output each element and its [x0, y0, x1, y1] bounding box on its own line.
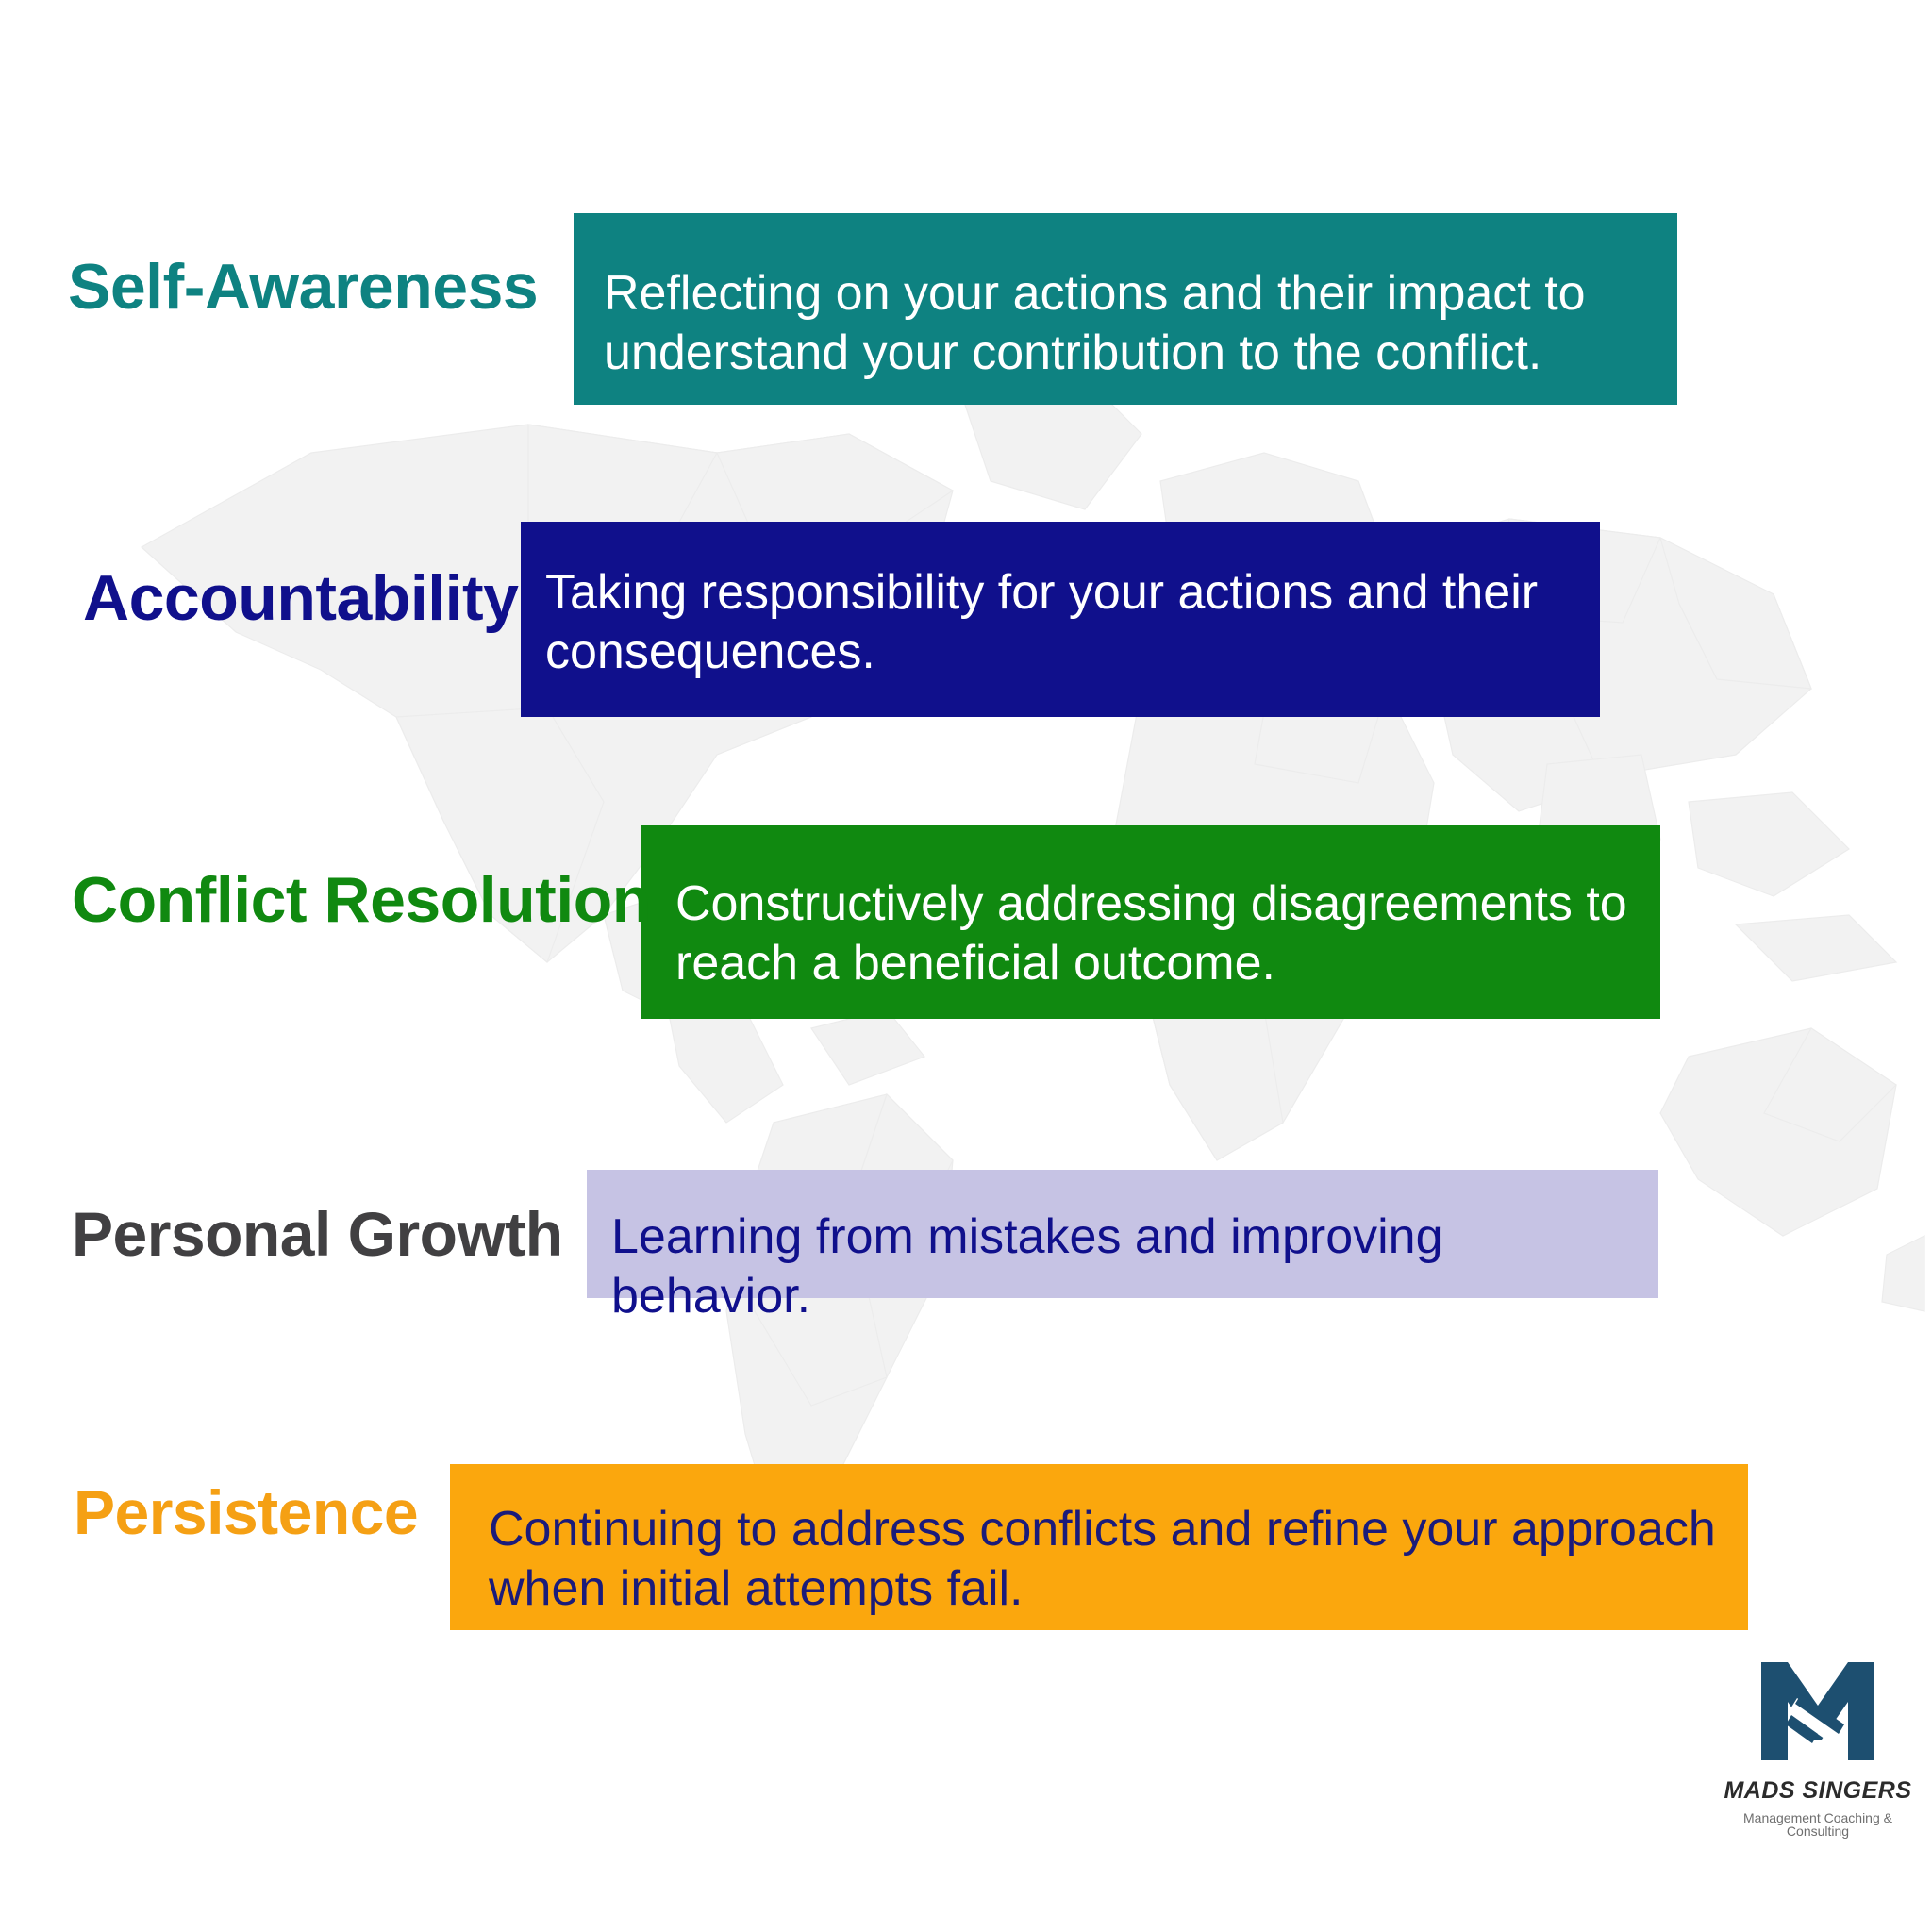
- accountability-label: Accountability: [83, 562, 519, 634]
- accountability-bar: [521, 522, 1600, 717]
- personal-growth-label: Personal Growth: [72, 1199, 563, 1269]
- persistence-label: Persistence: [74, 1477, 419, 1547]
- self-awareness-label: Self-Awareness: [68, 251, 539, 323]
- brand-logo: MADS SINGERS Management Coaching & Consu…: [1715, 1657, 1921, 1838]
- brand-name: MADS SINGERS: [1724, 1777, 1912, 1804]
- persistence-bar: [450, 1464, 1748, 1630]
- personal-growth-description: Learning from mistakes and improving beh…: [611, 1209, 1443, 1324]
- self-awareness-bar: [574, 213, 1677, 405]
- persistence-description: Continuing to address conflicts and refi…: [489, 1502, 1716, 1617]
- brand-tagline: Management Coaching & Consulting: [1743, 1810, 1892, 1839]
- conflict-resolution-description: Constructively addressing disagreements …: [675, 876, 1627, 991]
- personal-growth-bar: [587, 1170, 1658, 1298]
- self-awareness-description: Reflecting on your actions and their imp…: [604, 266, 1586, 381]
- mads-singers-m-icon: [1761, 1662, 1874, 1760]
- accountability-description: Taking responsibility for your actions a…: [545, 565, 1539, 680]
- conflict-resolution-bar: [641, 825, 1660, 1019]
- conflict-resolution-label: Conflict Resolution: [72, 864, 651, 936]
